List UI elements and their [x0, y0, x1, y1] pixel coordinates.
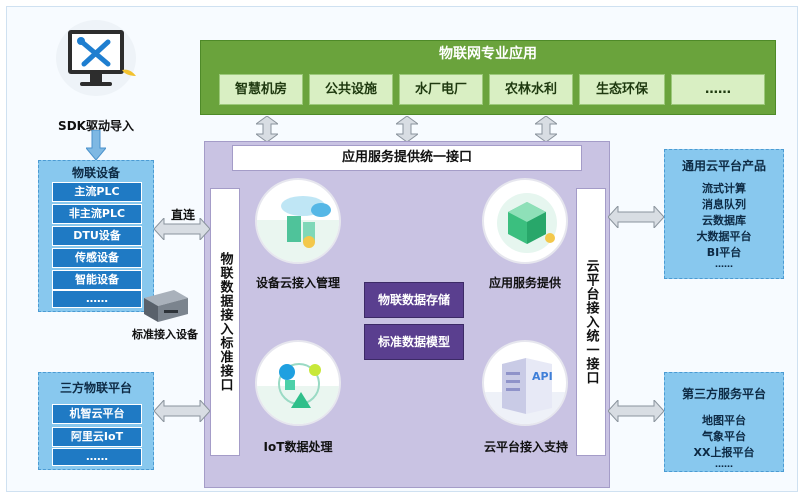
- app-service-label: 应用服务提供: [488, 276, 561, 290]
- cloud-products-arrow: [607, 204, 665, 230]
- cloud-products-title: 通用云平台产品: [681, 159, 766, 173]
- app-service-cube-icon: [482, 178, 568, 264]
- third-service-panel: [664, 372, 784, 472]
- standard-data-model: 标准数据模型: [364, 324, 464, 360]
- third-iot-title: 三方物联平台: [59, 381, 132, 395]
- iot-processing-label: IoT数据处理: [263, 440, 333, 454]
- third-iot-aliyun: 阿里云IoT: [52, 427, 142, 447]
- updown-arrow-2: [394, 115, 420, 143]
- device-dtu: DTU设备: [52, 226, 142, 246]
- cloud-products-panel: [664, 149, 784, 279]
- cloud-item-mq: 消息队列: [702, 198, 746, 211]
- sdk-label: SDK驱动导入: [58, 119, 134, 133]
- iot-devices-title: 物联设备: [71, 166, 120, 180]
- standard-device-icon: [140, 288, 190, 324]
- updown-arrow-3: [533, 115, 559, 143]
- app-more: ……: [671, 74, 765, 105]
- sdk-down-arrow: [84, 129, 108, 161]
- app-water-power-plant: 水厂电厂: [399, 74, 483, 105]
- cloud-item-bigdata: 大数据平台: [696, 230, 752, 243]
- cloud-access-support-label: 云平台接入支持: [483, 440, 568, 454]
- device-smart: 智能设备: [52, 270, 142, 290]
- device-mainstream-plc: 主流PLC: [52, 182, 142, 202]
- device-sensor: 传感设备: [52, 248, 142, 268]
- device-non-mainstream-plc: 非主流PLC: [52, 204, 142, 224]
- device-access-label: 设备云接入管理: [255, 276, 340, 290]
- cloud-device-icon: [255, 178, 341, 264]
- updown-arrow-1: [254, 115, 280, 143]
- service-weather: 气象平台: [702, 430, 746, 443]
- iot-data-storage: 物联数据存储: [364, 282, 464, 318]
- app-eco-env: 生态环保: [579, 74, 665, 105]
- cloud-item-db: 云数据库: [702, 214, 746, 227]
- cloud-item-more: ……: [715, 260, 733, 270]
- direct-arrow: [153, 216, 211, 242]
- app-smart-room: 智慧机房: [219, 74, 303, 105]
- data-access-standard-interface: 物联数据接入标准接口: [210, 188, 240, 456]
- api-book-icon: API: [482, 340, 568, 426]
- standard-device-label: 标准接入设备: [132, 328, 198, 341]
- service-unified-interface: 应用服务提供统一接口: [232, 145, 582, 171]
- cloud-access-unified-interface: 云平台接入统一接口: [576, 188, 606, 456]
- device-more: ……: [52, 290, 142, 308]
- third-iot-gizwits: 机智云平台: [52, 404, 142, 424]
- direct-label: 直连: [170, 208, 195, 222]
- cloud-item-bi: BI平台: [706, 246, 742, 259]
- service-more: ……: [715, 460, 733, 470]
- third-service-arrow: [607, 398, 665, 424]
- app-public-facilities: 公共设施: [309, 74, 393, 105]
- app-agri-water: 农林水利: [489, 74, 573, 105]
- third-iot-more: ……: [52, 448, 142, 466]
- cloud-item-stream: 流式计算: [702, 182, 746, 195]
- professional-apps-title: 物联网专业应用: [439, 46, 537, 62]
- iot-processing-icon: [255, 340, 341, 426]
- sdk-tools-icon: [48, 14, 144, 102]
- svg-text:API: API: [532, 370, 553, 383]
- service-report: XX上报平台: [693, 446, 755, 459]
- service-map: 地图平台: [702, 414, 746, 427]
- third-iot-arrow: [153, 398, 211, 424]
- third-service-title: 第三方服务平台: [681, 387, 766, 401]
